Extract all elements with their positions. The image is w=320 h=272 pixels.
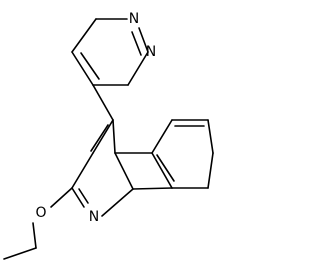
bond: [80, 52, 100, 80]
bond: [3, 247, 37, 260]
bond: [151, 119, 173, 154]
bond: [50, 187, 73, 208]
bond: [138, 27, 149, 53]
bond: [207, 119, 214, 154]
bond: [112, 119, 116, 154]
bond: [156, 154, 175, 182]
bond: [207, 152, 214, 189]
bond: [92, 84, 114, 121]
bond: [71, 18, 97, 53]
chemical-structure-diagram: N N N O: [3, 11, 214, 260]
bond: [92, 119, 114, 154]
bond: [151, 152, 173, 189]
atom-label-n: N: [89, 209, 99, 225]
atom-label-n: N: [129, 11, 139, 27]
bond: [71, 152, 94, 189]
bond: [71, 51, 94, 86]
bond: [114, 152, 134, 190]
bond: [127, 51, 149, 86]
bond: [78, 188, 89, 204]
atom-label-n: N: [146, 44, 156, 60]
atom-label-o: O: [35, 205, 46, 221]
bond: [90, 124, 109, 152]
bond: [101, 188, 134, 217]
bond: [132, 187, 173, 190]
bond: [71, 187, 85, 208]
bond: [131, 31, 142, 56]
bond: [32, 222, 37, 249]
